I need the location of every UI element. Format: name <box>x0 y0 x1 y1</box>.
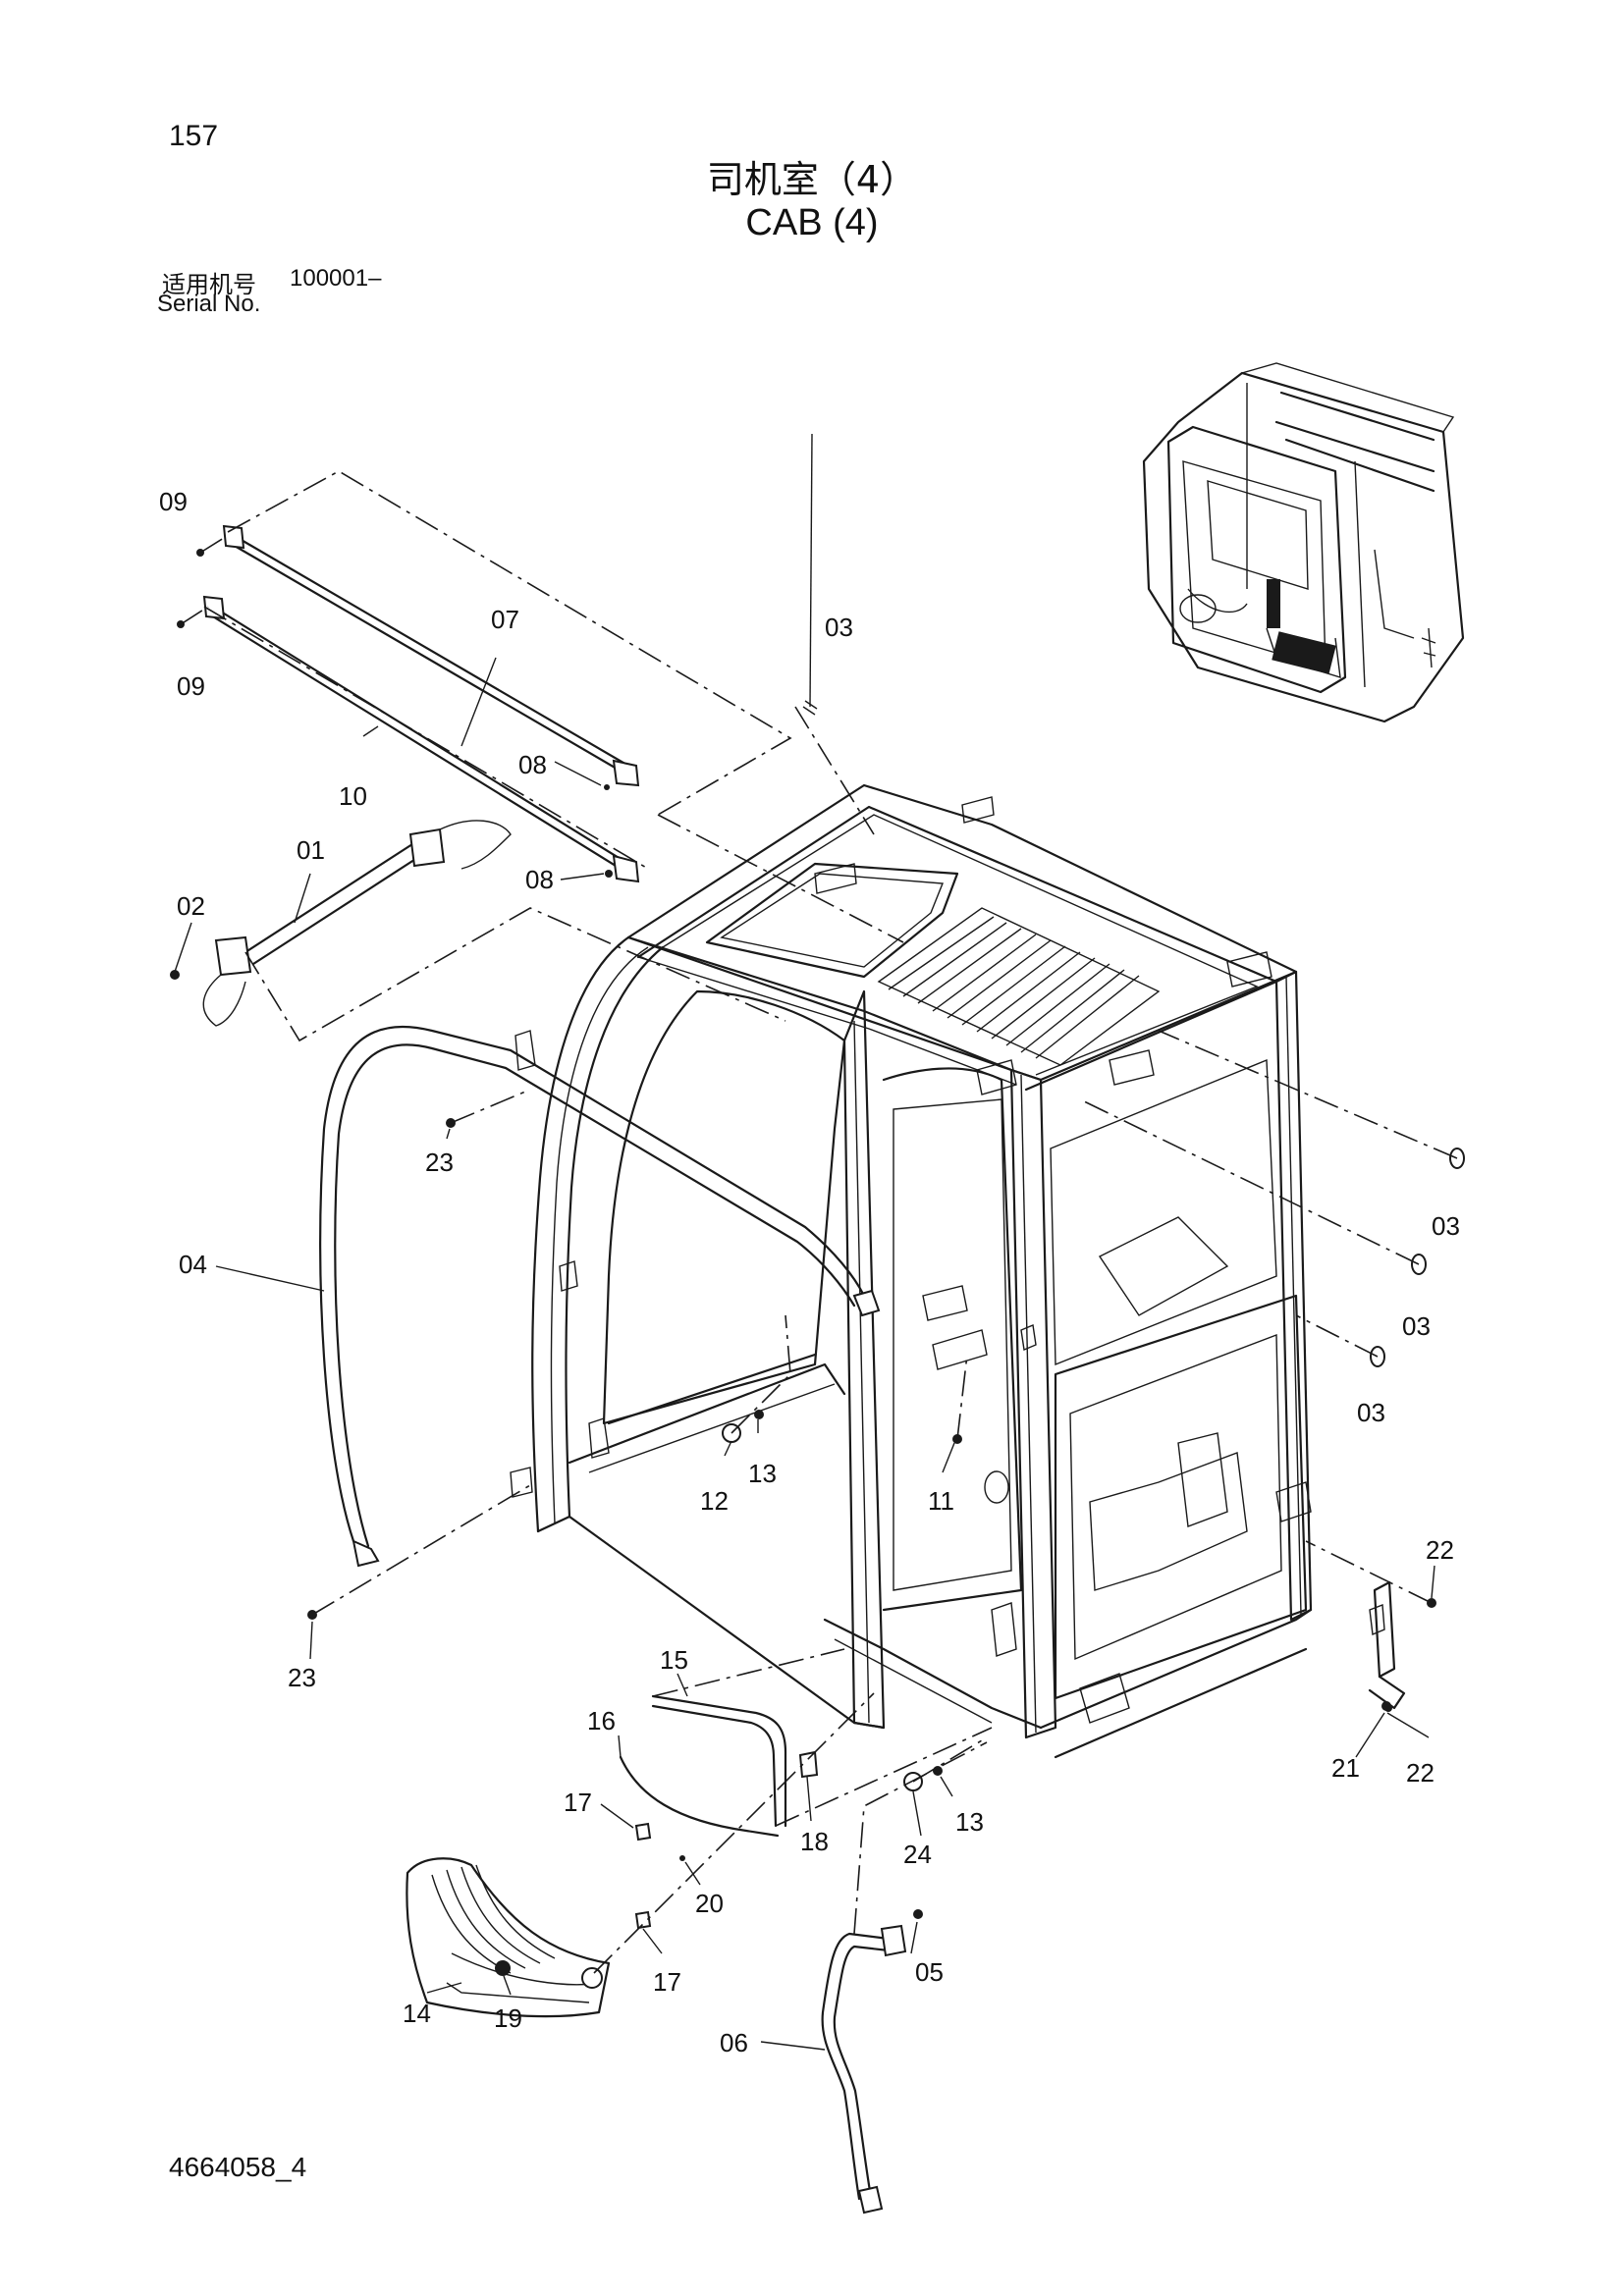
callout-labels: 09 09 07 10 08 08 03 01 02 23 04 03 03 0… <box>159 487 1460 2057</box>
callout-13-lower: 13 <box>955 1807 984 1837</box>
title-english: CAB (4) <box>745 202 879 243</box>
callout-19: 19 <box>494 2003 522 2033</box>
hardware-fasteners <box>170 549 1465 1976</box>
drawing-number: 4664058_4 <box>169 2152 307 2182</box>
callout-13-upper: 13 <box>748 1459 777 1488</box>
callout-03-right-1: 03 <box>1432 1211 1460 1241</box>
part-15-seal <box>651 1694 787 1828</box>
part-16-seal <box>619 1755 780 1838</box>
cab-frame <box>510 783 1313 1759</box>
callout-22-upper: 22 <box>1426 1535 1454 1565</box>
part-14-cover-panel <box>406 1857 611 2018</box>
part-04-handrail <box>319 1025 881 1568</box>
part-01-handle-bar <box>202 820 512 1027</box>
callout-02: 02 <box>177 891 205 921</box>
title-chinese: 司机室（4） <box>706 158 918 201</box>
callout-01: 01 <box>297 835 325 865</box>
assembly-lines <box>180 470 1458 1974</box>
callout-12: 12 <box>700 1486 729 1516</box>
callout-11: 11 <box>928 1486 954 1516</box>
callout-04: 04 <box>179 1250 207 1279</box>
callout-23-upper: 23 <box>425 1148 454 1177</box>
callout-22-lower: 22 <box>1406 1758 1435 1788</box>
callout-17-lower: 17 <box>653 1967 681 1997</box>
leader-lines <box>174 433 1435 2051</box>
callout-05: 05 <box>915 1957 944 1987</box>
callout-10: 10 <box>339 781 367 811</box>
callout-09-mid: 09 <box>177 671 205 701</box>
callout-21: 21 <box>1331 1753 1360 1783</box>
callout-03-right-2: 03 <box>1402 1311 1431 1341</box>
callout-18: 18 <box>800 1827 829 1856</box>
cab-overview-inset <box>1142 362 1465 723</box>
serial-label-chinese: 适用机号 <box>162 271 256 298</box>
callout-08-upper: 08 <box>518 750 547 779</box>
part-21-bracket <box>1368 1580 1406 1710</box>
page-number: 157 <box>169 120 219 152</box>
callout-07: 07 <box>491 605 519 634</box>
callout-16: 16 <box>587 1706 616 1735</box>
callout-17-upper: 17 <box>564 1788 592 1817</box>
callout-23-lower: 23 <box>288 1663 316 1692</box>
callout-03-right-3: 03 <box>1357 1398 1385 1427</box>
callout-06: 06 <box>720 2028 748 2057</box>
serial-number-value: 100001– <box>290 265 382 292</box>
callout-20: 20 <box>695 1889 724 1918</box>
serial-label-english: Serial No. <box>157 291 261 317</box>
callout-03-top: 03 <box>825 613 853 642</box>
callout-08-lower: 08 <box>525 865 554 894</box>
callout-14: 14 <box>403 1999 431 2028</box>
callout-24: 24 <box>903 1840 932 1869</box>
callout-09-top: 09 <box>159 487 188 516</box>
callout-15: 15 <box>660 1645 688 1675</box>
part-06-rail <box>821 1924 907 2215</box>
